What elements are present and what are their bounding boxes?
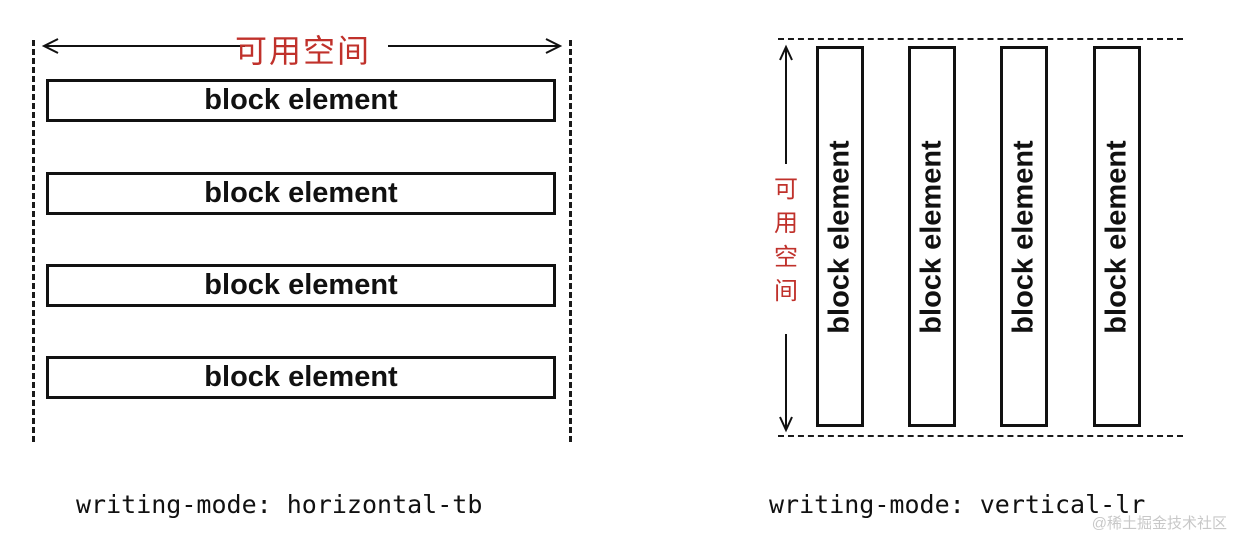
vertical-block-element-4: block element [1093,46,1141,427]
vertical-block-label: block element [823,139,856,334]
top-boundary-line [778,38,1183,40]
block-element-4: block element [46,356,556,399]
vertical-block-element-1: block element [816,46,864,427]
available-space-arrow [41,38,563,54]
watermark: @稀土掘金技术社区 [1091,515,1227,532]
block-element-1: block element [46,79,556,122]
available-space-arrow-vertical [779,44,793,433]
right-boundary-line [569,40,572,442]
space-char: 可 [774,175,798,203]
block-element-3: block element [46,264,556,307]
vertical-block-label: block element [1100,139,1133,334]
available-space-label: 可用空间 [235,32,372,70]
vertical-block-label: block element [915,139,948,334]
space-char: 用 [774,209,798,237]
vertical-block-element-3: block element [1000,46,1048,427]
horizontal-tb-caption: writing-mode: horizontal-tb [76,490,483,519]
bottom-boundary-line [778,435,1183,437]
left-boundary-line [32,40,35,442]
block-element-2: block element [46,172,556,215]
vertical-block-label: block element [1007,139,1040,334]
vertical-block-element-2: block element [908,46,956,427]
available-space-label-vertical: 可 用 空 间 [771,172,801,308]
space-char: 空 [774,243,798,271]
space-char: 间 [774,277,798,305]
vertical-lr-caption: writing-mode: vertical-lr [769,490,1146,519]
